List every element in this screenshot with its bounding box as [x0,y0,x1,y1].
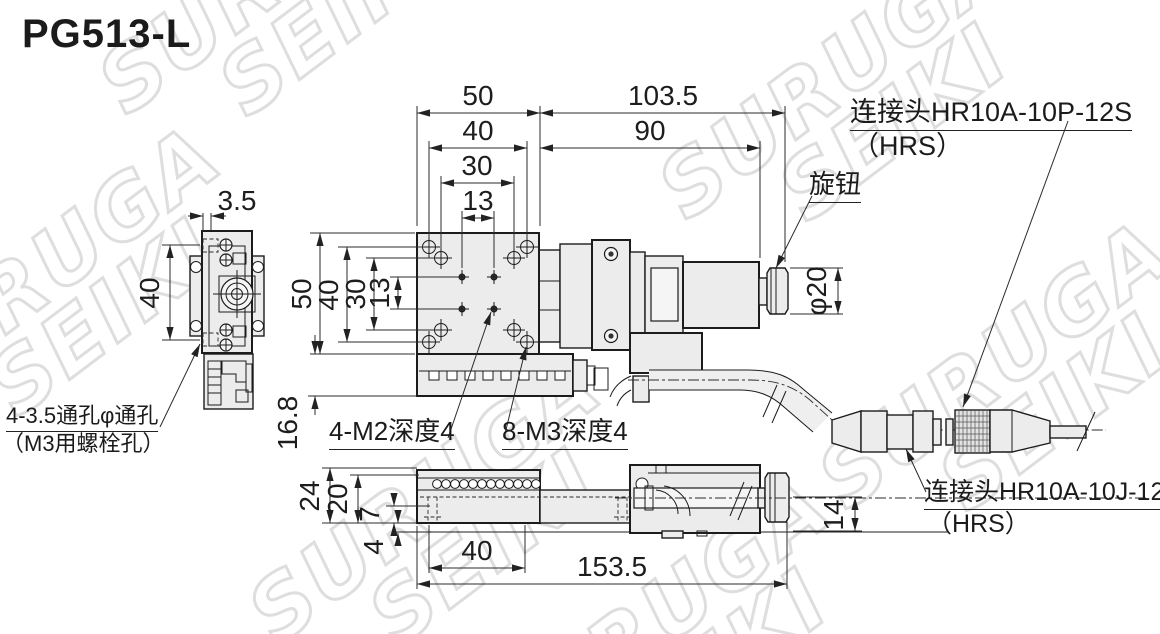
motor-cable [649,369,833,433]
dim-left-13: 13 [364,277,395,308]
dim-left-50: 50 [286,278,317,309]
dim-top-103-5: 103.5 [628,80,698,111]
bottom-view: 24 20 7 4 40 153.5 14 [294,464,1148,589]
dim-bot-14: 14 [818,499,849,530]
label-m2-note: 4-M2深度4 [329,411,455,450]
dim-top-30: 30 [461,150,492,181]
label-connector-bottom: 连接头HR10A-10J-12P [924,472,1160,510]
dim-top-50: 50 [462,80,493,111]
label-through-hole-sub: （M3用螺栓孔） [2,431,165,456]
dim-bot-24: 24 [294,480,325,511]
saddle-teeth [428,370,566,381]
dim-knob-dia: φ20 [801,266,832,315]
label-connector-bottom-sub: （HRS） [927,510,1030,538]
label-through-hole: 4-3.5通孔φ通孔 [6,398,159,432]
dim-side-40: 40 [134,277,165,308]
dim-side-3-5: 3.5 [218,185,257,216]
dim-top-40: 40 [462,115,493,146]
leader-lines [159,120,1069,493]
dim-base-16-8: 16.8 [272,396,303,451]
dim-left-40: 40 [313,279,344,310]
dim-left-30: 30 [340,278,371,309]
label-m3-note: 8-M3深度4 [502,411,628,450]
label-connector-top: 连接头HR10A-10P-12S [850,90,1133,131]
dim-bot-40: 40 [461,535,492,566]
knurled-ring [954,409,991,454]
side-connector [203,353,254,410]
label-connector-top-sub: （HRS） [852,131,964,161]
dim-bot-20: 20 [322,483,353,514]
dim-bot-153-5: 153.5 [577,551,647,582]
dim-bot-4: 4 [358,539,389,555]
side-screws [219,238,247,352]
label-knob: 旋钮 [809,164,862,203]
cable-connectors [831,409,1096,454]
plate-m2-holes [455,270,501,316]
bearing-balls [432,479,541,489]
side-view: 3.5 40 [134,185,265,410]
top-view: 50 103.5 40 90 30 13 50 40 30 13 [272,80,1106,450]
dim-top-90: 90 [634,115,665,146]
dim-bot-7: 7 [354,506,385,522]
page-title: PG513-L [22,12,192,56]
dim-top-13: 13 [462,185,493,216]
